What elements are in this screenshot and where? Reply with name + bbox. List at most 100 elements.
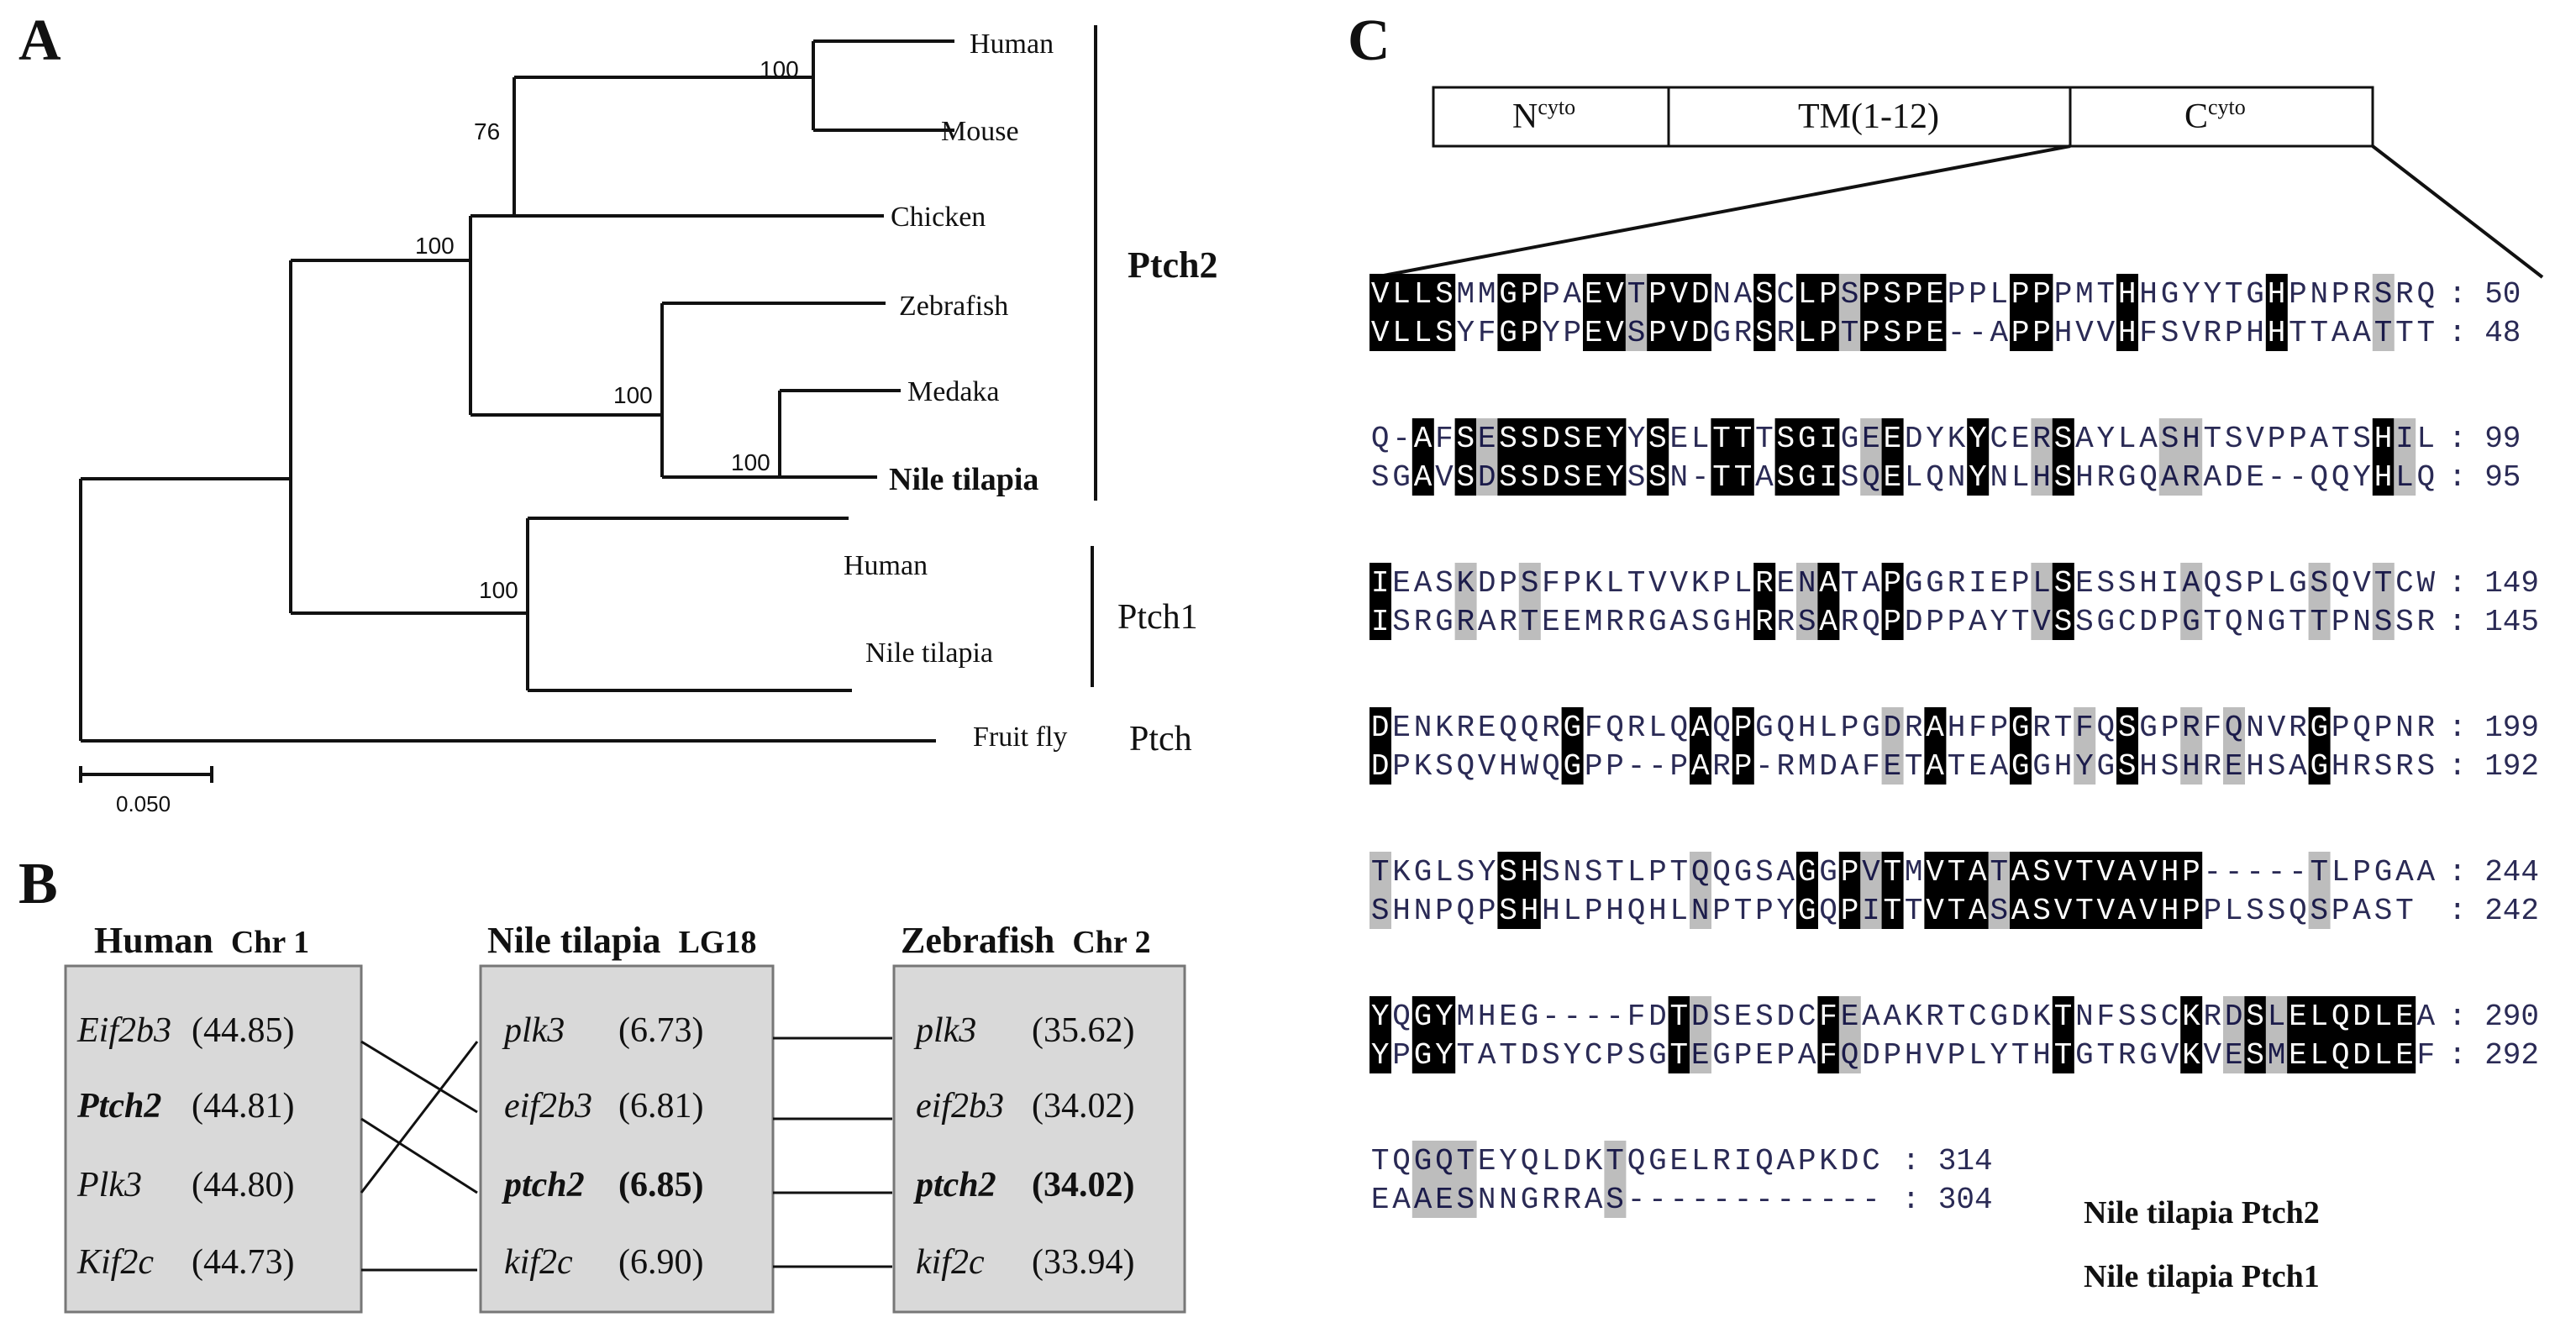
residue: I	[1819, 422, 1837, 456]
residue: S	[2118, 711, 2137, 745]
residue-shade	[2158, 890, 2181, 929]
residue-shade	[1924, 274, 1947, 312]
gene-name: plk3	[913, 1011, 976, 1050]
residue-shade	[1690, 312, 1711, 351]
residue: V	[2054, 894, 2073, 928]
residue: N	[1712, 277, 1731, 312]
residue: E	[1669, 1144, 1688, 1178]
residue: D	[1542, 460, 1560, 495]
residue: N	[1691, 894, 1710, 928]
residue: S	[1499, 894, 1517, 928]
residue: P	[1435, 894, 1454, 928]
residue: T	[1499, 1038, 1517, 1073]
residue: T	[1456, 1144, 1475, 1178]
residue: T	[1669, 1038, 1688, 1073]
residue-shade	[1625, 312, 1648, 351]
residue: G	[1499, 316, 1517, 350]
residue: E	[1478, 422, 1496, 456]
residue: S	[2096, 566, 2115, 601]
gene-position: (6.73)	[618, 1011, 703, 1050]
residue: P	[1841, 894, 1859, 928]
residue: G	[1712, 605, 1731, 639]
residue-shade	[1625, 274, 1648, 312]
residue: E	[1585, 316, 1603, 350]
chromosome-label: Chr 1	[231, 925, 309, 960]
residue: S	[1755, 855, 1774, 890]
residue: A	[1776, 1144, 1795, 1178]
panel-label-c: C	[1348, 8, 1391, 73]
taxon-label: Medaka	[907, 376, 1000, 407]
zoom-line-right	[2371, 144, 2544, 279]
group-labels: Ptch2 Ptch1 Ptch	[1117, 244, 1218, 758]
residue: L	[2118, 422, 2137, 456]
residue-shade	[1945, 852, 1968, 890]
residue: P	[1905, 277, 1923, 312]
residue-shade	[1561, 707, 1584, 746]
residue: G	[1648, 605, 1667, 639]
residue-shade	[1476, 418, 1498, 457]
residue: T	[1948, 1000, 1966, 1034]
domain-n-cyto: Ncyto	[1512, 95, 1575, 136]
residue-shade	[1668, 312, 1690, 351]
residue: E	[1926, 277, 1944, 312]
residue: R	[2032, 711, 2051, 745]
residue: Q	[1862, 460, 1880, 495]
group-label-ptch: Ptch	[1129, 720, 1192, 758]
residue: P	[1392, 749, 1411, 784]
residue-shade	[1433, 1141, 1456, 1179]
residue: A	[1392, 1183, 1411, 1217]
residue-shade	[1583, 457, 1605, 496]
residue-shade	[1369, 563, 1391, 601]
residue: Y	[1435, 1038, 1454, 1073]
residue: K	[1435, 711, 1454, 745]
residue: A	[1755, 460, 1774, 495]
residue-shade	[1647, 457, 1669, 496]
residue-shade	[1753, 601, 1776, 640]
residue: E	[2395, 1038, 2414, 1073]
residue-shade	[1860, 418, 1883, 457]
residue: T	[1371, 1144, 1390, 1178]
residue: Q	[1606, 711, 1624, 745]
residue: L	[2374, 1038, 2393, 1073]
residue-shade	[1838, 996, 1861, 1035]
residue: H	[1521, 894, 1539, 928]
alignment-position: : 99	[2448, 422, 2521, 456]
residue: I	[1371, 605, 1390, 639]
alignment-position: : 192	[2448, 749, 2539, 784]
residue: R	[1948, 566, 1966, 601]
residue: P	[1648, 855, 1667, 890]
residue: E	[2225, 749, 2243, 784]
residue: S	[2353, 422, 2371, 456]
residue-shade	[1433, 274, 1456, 312]
residue: P	[1841, 711, 1859, 745]
residue: G	[1648, 1144, 1667, 1178]
residue: F	[2203, 711, 2221, 745]
residue: T	[2203, 422, 2221, 456]
residue: S	[2118, 749, 2137, 784]
residue: P	[1669, 749, 1688, 784]
residue: L	[2310, 1038, 2328, 1073]
residue: A	[1585, 1183, 1603, 1217]
residue: E	[1392, 566, 1411, 601]
residue: -	[2289, 855, 2307, 890]
residue: -	[1627, 1183, 1646, 1217]
chromosome-label: Chr 2	[1072, 925, 1150, 960]
residue: Q	[1712, 855, 1731, 890]
residue: T	[1734, 422, 1753, 456]
residue: G	[1990, 1000, 2008, 1034]
residue: V	[1669, 316, 1688, 350]
residue: G	[1563, 711, 1581, 745]
residue: A	[2075, 422, 2094, 456]
residue: F	[1969, 711, 1987, 745]
residue: L	[1819, 711, 1837, 745]
residue: P	[1819, 316, 1837, 350]
residue-shade	[1604, 312, 1627, 351]
residue: P	[1969, 277, 1987, 312]
residue: G	[2032, 749, 2051, 784]
residue: L	[2011, 460, 2030, 495]
residue: P	[2032, 316, 2051, 350]
residue: L	[1905, 460, 1923, 495]
residue: K	[1948, 422, 1966, 456]
residue-shade	[1860, 274, 1883, 312]
residue: Y	[1776, 894, 1795, 928]
